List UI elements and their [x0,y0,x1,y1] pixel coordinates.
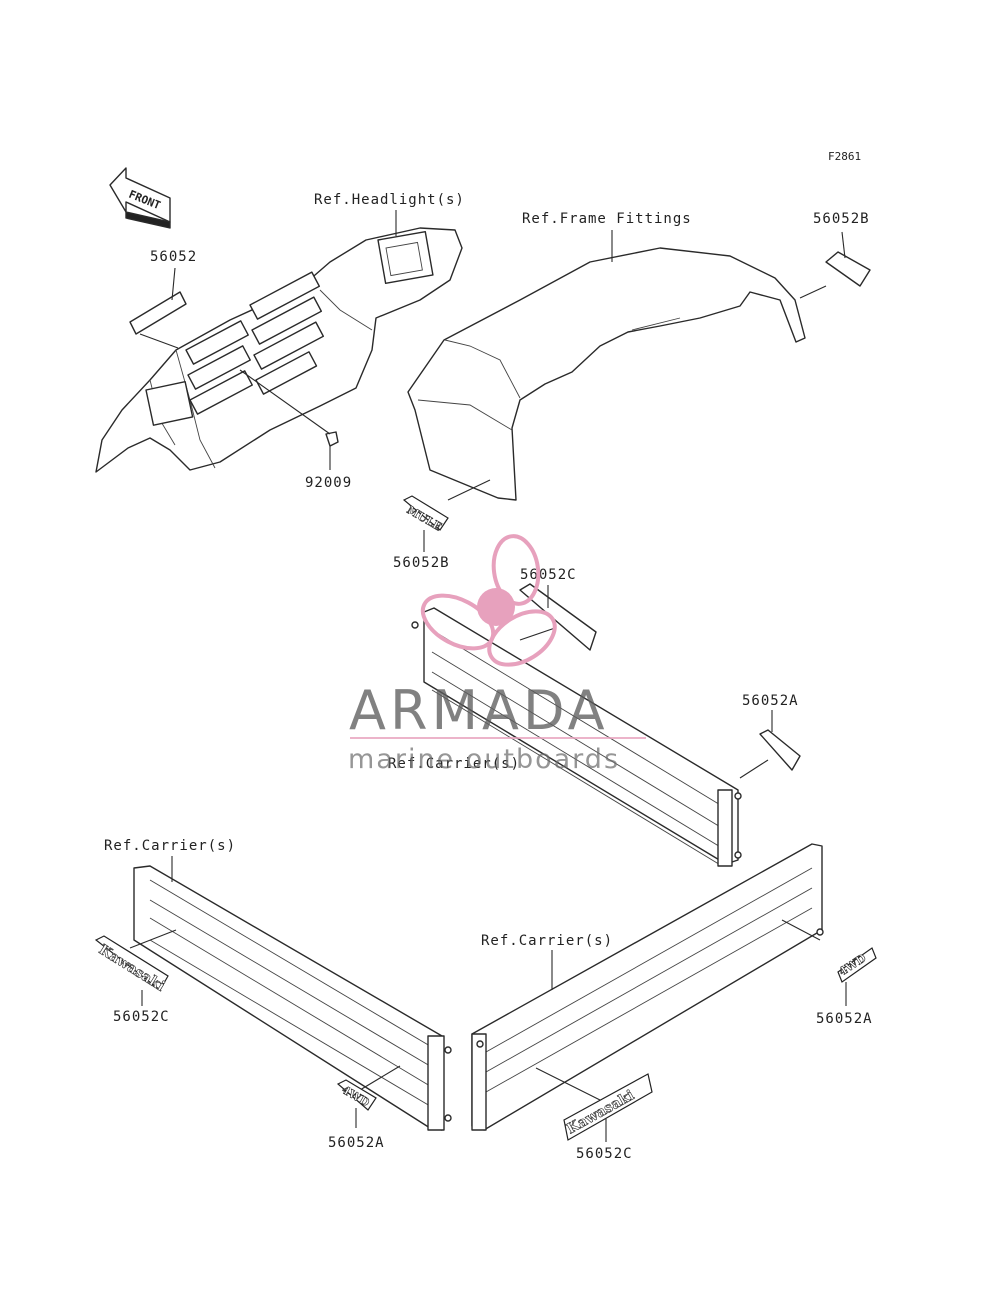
decal-56052-icon [129,291,187,335]
watermark: ARMADA marine outboards [348,534,646,775]
clip-92009-icon [325,431,339,447]
grille-slots [185,271,325,415]
ref-headlight-label: Ref.Headlight(s) [314,192,465,208]
decal-56052C-top-icon [519,583,597,651]
part-56052-label: 56052 [150,249,197,265]
part-56052A-mid-label: 56052A [742,693,799,709]
decal-4wd-right: 4WD [836,947,877,1006]
propeller-logo-icon [420,534,557,667]
ref-carrier-center-label: Ref.Carrier(s) [388,756,520,772]
carrier-left [129,856,452,1131]
carrier-center-end-post [717,789,733,867]
ref-frame-fittings-label: Ref.Frame Fittings [522,211,692,227]
kawasaki-right-text: Kawasaki [564,1087,637,1137]
headlight-housing [377,230,434,285]
carrier-center [411,583,801,867]
ref-carrier-right-label: Ref.Carrier(s) [481,933,613,949]
headlight-housing-left [145,380,194,426]
front-fender-assembly [95,227,463,473]
figure-code: F2861 [828,150,861,163]
decal-mule: MULE [402,495,449,552]
carrier-right-end-post [471,1033,487,1131]
part-56052A-bottom-label: 56052A [328,1135,385,1151]
part-56052C-top-label: 56052C [520,567,577,583]
watermark-brand: ARMADA [349,679,609,742]
decal-56052B-top-icon [825,251,871,287]
seat-frame-body [407,230,871,501]
part-56052C-left-label: 56052C [113,1009,170,1025]
part-56052A-right-label: 56052A [816,1011,873,1027]
ref-carrier-left-label: Ref.Carrier(s) [104,838,236,854]
front-arrow-icon: FRONT [109,167,171,229]
carrier-right [471,843,824,1131]
carrier-left-end-post [427,1035,445,1131]
decal-56052A-mid-icon [759,729,801,771]
part-56052B-mid-label: 56052B [393,555,450,571]
part-92009-label: 92009 [305,475,352,491]
part-56052C-bottom-label: 56052C [576,1146,633,1162]
watermark-subtitle: marine outboards [348,744,620,775]
decal-kawasaki-right: Kawasaki [563,1073,653,1142]
part-56052B-top-label: 56052B [813,211,870,227]
